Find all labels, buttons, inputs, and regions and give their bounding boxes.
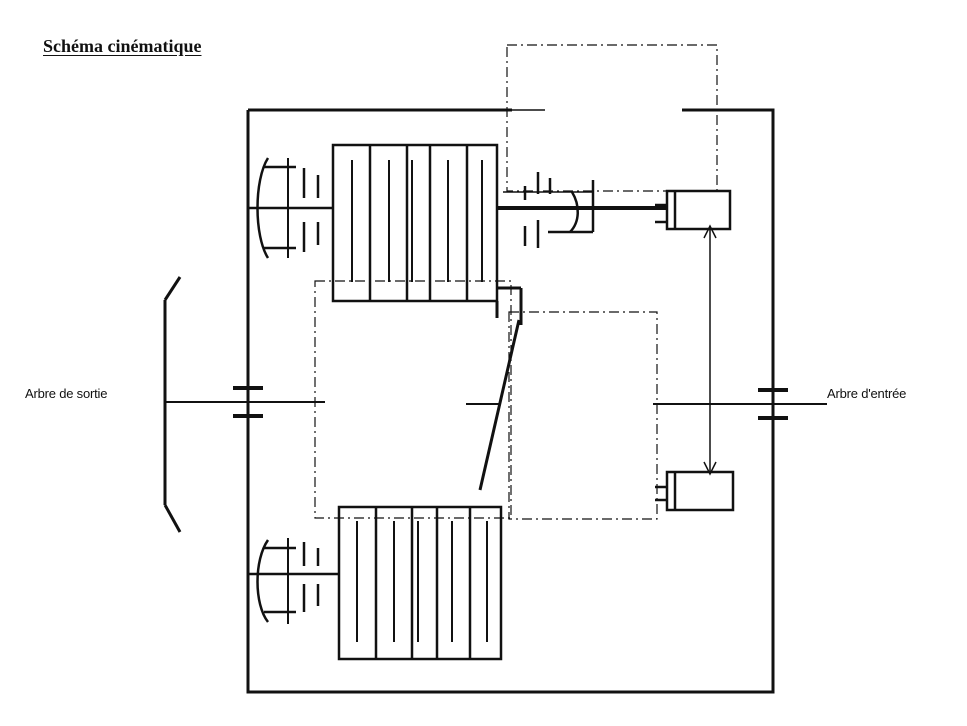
input-shaft-label: Arbre d'entrée	[827, 386, 907, 401]
piston-link-rod	[703, 224, 717, 476]
right-dashdot-frame	[508, 311, 658, 520]
output-shaft	[165, 386, 325, 418]
housing	[246, 108, 775, 694]
selector-lever	[478, 286, 523, 491]
upper-left-bearing-group	[248, 157, 333, 259]
output-shaft-label: Arbre de sortie	[25, 386, 108, 401]
upper-piston	[655, 189, 732, 231]
top-dashdot-frame	[506, 44, 718, 192]
input-shaft	[653, 388, 827, 420]
central-dashdot-frame	[314, 280, 512, 519]
lower-left-bearing-group	[248, 538, 339, 624]
upper-right-freewheel-group	[497, 172, 668, 248]
diagram-title: Schéma cinématique	[43, 36, 202, 56]
lower-piston	[655, 470, 735, 512]
output-crown-gear	[163, 276, 182, 533]
lower-clutch-pack	[337, 505, 503, 661]
upper-clutch-pack	[331, 143, 499, 303]
